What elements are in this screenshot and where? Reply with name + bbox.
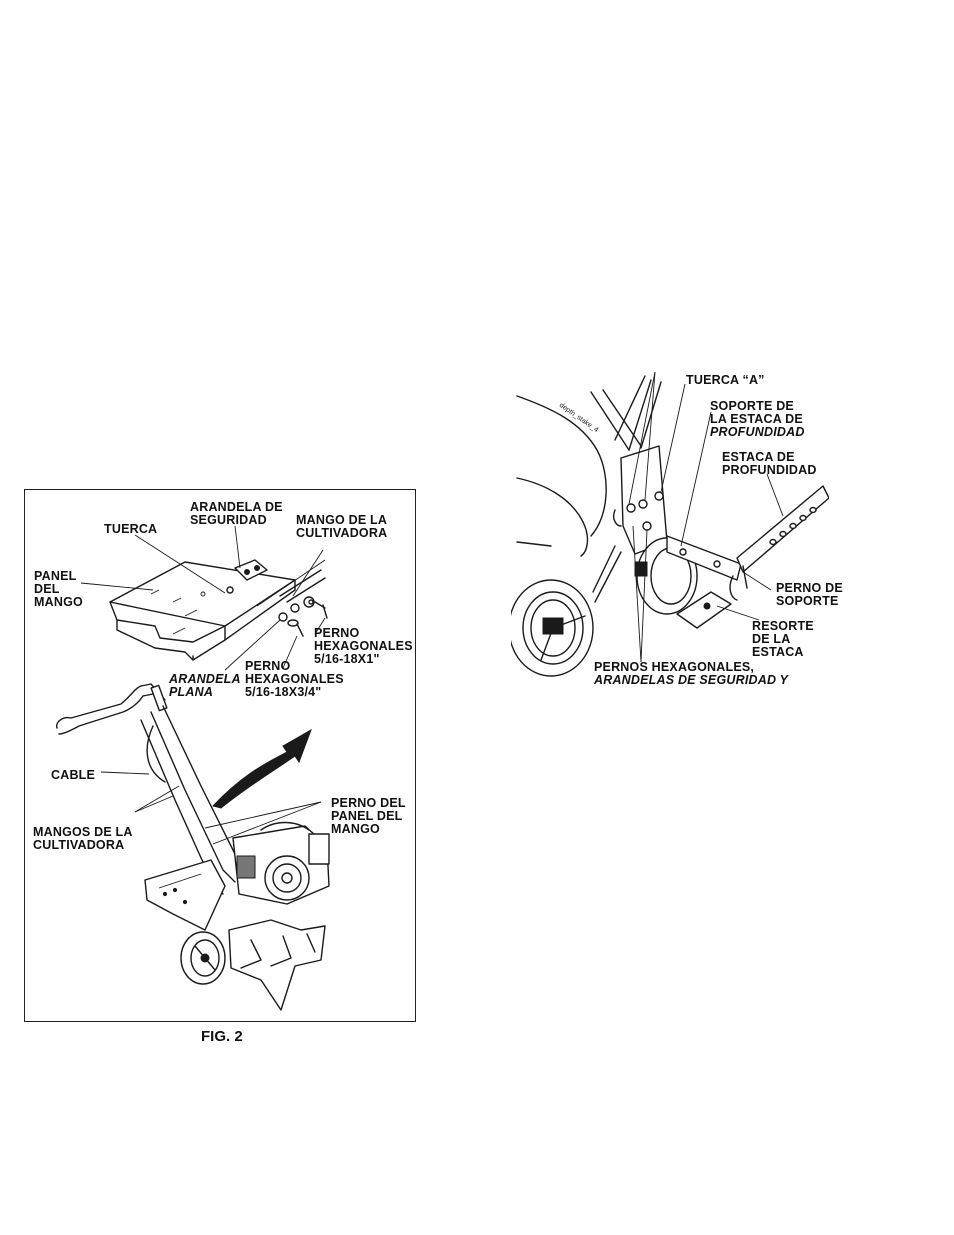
label-soporte-estaca-profundidad: PROFUNDIDAD	[710, 425, 805, 439]
label-resorte: RESORTE DE LA ESTACA	[752, 619, 814, 659]
depth-stake-figure: depth_stake_4	[511, 366, 829, 686]
label-perno-soporte: PERNO DE SOPORTE	[776, 581, 843, 608]
label-estaca: ESTACA DE PROFUNDIDAD	[722, 450, 817, 477]
handle-panel-drawing	[109, 559, 328, 661]
label-panel-mango: PANEL DEL MANGO	[34, 569, 83, 609]
label-perno-1: PERNO HEXAGONALES 5/16-18X1"	[314, 626, 413, 666]
label-soporte-estaca: SOPORTE DE LA ESTACA DE	[710, 399, 803, 426]
label-perno-2: PERNO HEXAGONALES 5/16-18X3/4"	[245, 659, 344, 699]
fig2-frame	[24, 489, 416, 1022]
tiller-drawing	[56, 683, 330, 1011]
label-mangos-cultivadora: MANGOS DE LA CULTIVADORA	[33, 825, 133, 852]
label-arandela-plana: ARANDELA PLANA	[169, 672, 241, 699]
fig2-caption: FIG. 2	[201, 1028, 243, 1045]
label-cable: CABLE	[51, 768, 96, 782]
label-arandela-seguridad: ARANDELA DE SEGURIDAD	[190, 500, 283, 527]
label-arandelas: ARANDELAS DE SEGURIDAD Y	[594, 673, 789, 687]
label-tuerca-a: TUERCA “A”	[686, 373, 765, 387]
label-mango-cultivadora: MANGO DE LA CULTIVADORA	[296, 513, 388, 540]
label-perno-panel: PERNO DEL PANEL DEL MANGO	[331, 796, 406, 836]
fig2-illustration	[56, 525, 330, 1011]
label-tuerca: TUERCA	[104, 522, 158, 536]
depth-stake-illustration: depth_stake_4	[511, 371, 829, 677]
label-pernos-hex: PERNOS HEXAGONALES,	[594, 660, 755, 674]
